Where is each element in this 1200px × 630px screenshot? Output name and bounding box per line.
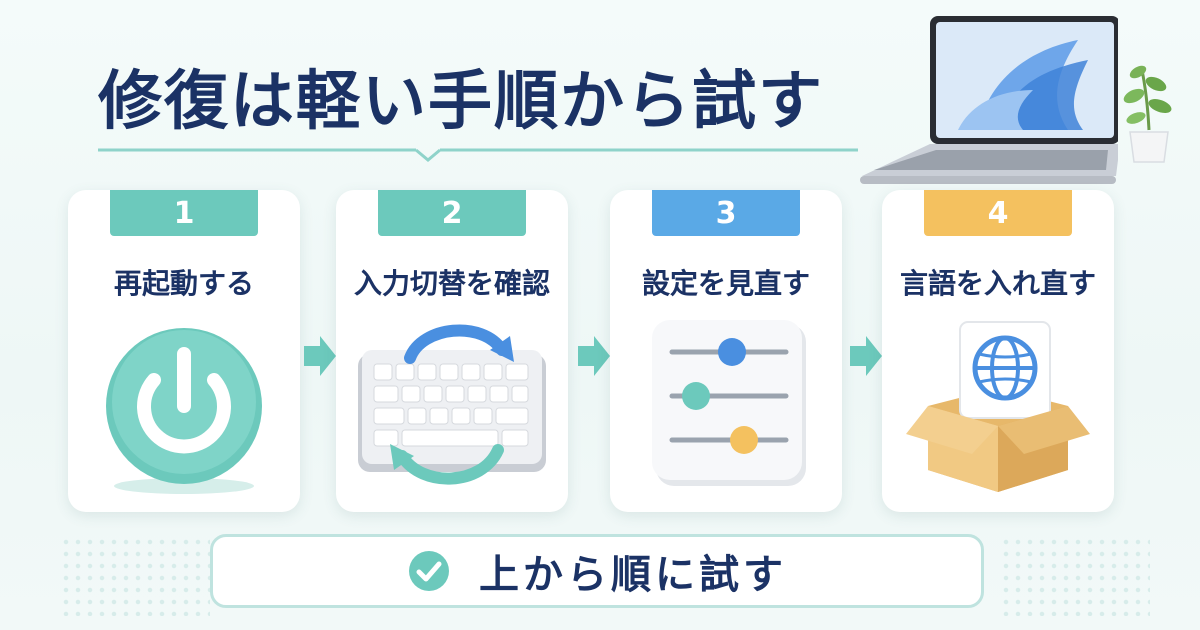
- step-number-badge: 4: [924, 190, 1072, 236]
- step-number-badge: 2: [378, 190, 526, 236]
- step-label: 言語を入れ直す: [899, 267, 1096, 300]
- step-card-4: 4 言語を入れ直す: [882, 190, 1114, 512]
- step-number-badge: 3: [652, 190, 800, 236]
- keyboard-sync-icon: [358, 324, 546, 485]
- footer-text: 上から順に試す: [479, 552, 787, 598]
- step-number: 4: [987, 195, 1009, 231]
- dot-pattern-right: [1000, 536, 1150, 616]
- step-label: 入力切替を確認: [353, 267, 550, 300]
- title-divider: [98, 148, 858, 162]
- laptop-icon: [860, 16, 1118, 184]
- step-number: 1: [173, 195, 195, 231]
- step-number: 3: [715, 195, 737, 231]
- arrow-right-icon: [578, 336, 610, 376]
- step-card-3: 3 設定を見直す: [610, 190, 842, 512]
- step-card-2: 2 入力切替を確認: [336, 190, 568, 512]
- power-icon: [106, 328, 262, 494]
- step-number-badge: 1: [110, 190, 258, 236]
- step-label: 再起動する: [113, 267, 254, 300]
- step-label: 設定を見直す: [641, 267, 810, 300]
- step-number: 2: [441, 195, 463, 231]
- arrow-right-icon: [850, 336, 882, 376]
- globe-box-icon: [906, 321, 1090, 492]
- step-card-1: 1 再起動する: [68, 190, 300, 512]
- check-circle-icon: [409, 551, 449, 591]
- page-title: 修復は軽い手順から試す: [98, 65, 824, 139]
- dot-pattern-left: [60, 536, 210, 616]
- arrow-right-icon: [304, 336, 336, 376]
- sliders-icon: [652, 320, 806, 486]
- plant-icon: [1123, 65, 1172, 163]
- footer-banner: 上から順に試す: [210, 534, 984, 608]
